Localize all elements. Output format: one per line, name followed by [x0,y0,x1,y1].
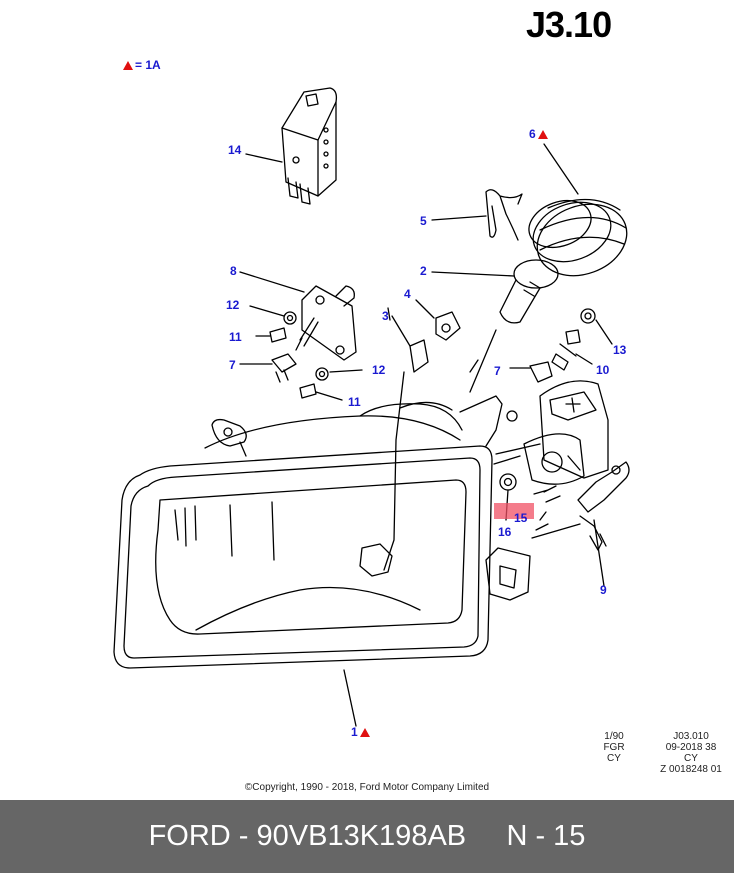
footer-gap [466,820,506,853]
exploded-diagram [113,87,630,727]
callout-label: 6 [529,127,536,141]
leveling-motor [493,380,630,587]
callout-label: 12 [226,298,240,312]
callout-8[interactable]: 8 [230,264,237,278]
callout-label: 14 [228,143,242,157]
footer-part-number: 90VB13K198AB [256,820,467,852]
highlight-box [494,503,534,519]
callout-label: 11 [229,330,242,344]
callout-label: 5 [420,214,427,228]
stamp-line: 09-2018 38 [665,742,717,753]
callout-3[interactable]: 3 [382,309,389,323]
headlamp-assembly [113,395,531,727]
callout-label: 4 [404,287,411,301]
callout-2[interactable]: 2 [420,264,427,278]
callout-label: 2 [420,264,427,278]
callout-label: 13 [613,343,627,357]
callout-13[interactable]: 13 [613,343,626,357]
date-stamp-left: 1/90 FGR CY [598,731,630,764]
page-code: J3.10 [526,4,612,45]
callout-label: 10 [596,363,610,377]
callout-label: 9 [600,583,607,597]
fasteners [239,305,613,521]
control-module [245,87,338,205]
callout-6[interactable]: 6 [529,127,548,141]
callout-1[interactable]: 1 [351,725,370,739]
callout-label: 16 [498,525,512,539]
callout-label: 7 [494,364,501,378]
callout-7-right[interactable]: 7 [494,364,501,378]
callout-11-lower[interactable]: 11 [348,395,361,409]
footer-separator: - [230,820,257,852]
stamp-line: CY [607,753,621,764]
callout-5[interactable]: 5 [420,214,427,228]
legend-text: = 1A [135,58,161,72]
spring-clip [431,189,523,241]
side-bulbs [383,299,461,571]
callout-16[interactable]: 16 [498,525,511,539]
marker-triangle-icon [537,129,548,139]
callout-label: 15 [514,511,528,525]
copyright: ©Copyright, 1990 - 2018, Ford Motor Comp… [244,782,490,793]
bulb [431,259,559,393]
legend: = 1A [123,58,161,72]
callout-label: 11 [348,395,361,409]
callout-12-lower[interactable]: 12 [372,363,385,377]
callout-11[interactable]: 11 [229,330,242,344]
marker-triangle-icon [123,60,133,70]
callout-14[interactable]: 14 [228,143,241,157]
callout-label: 3 [382,309,389,323]
footer-position: N - 15 [506,820,586,852]
stamp-line: Z 0018248 01 [660,764,722,775]
stamp-line: 1/90 [604,731,624,742]
stamp-line: J03.010 [673,731,709,742]
footer-bar: FORD - 90VB13K198AB N - 15 [0,800,734,873]
callout-7[interactable]: 7 [229,358,236,372]
marker-triangle-icon [359,727,370,737]
callout-15[interactable]: 15 [514,511,527,525]
callout-label: 8 [230,264,237,278]
callout-label: 12 [372,363,386,377]
callout-10[interactable]: 10 [596,363,609,377]
footer-brand: FORD [148,820,231,852]
callout-label: 1 [351,725,358,739]
stamp-line: CY [684,753,698,764]
callout-12[interactable]: 12 [226,298,239,312]
reference-stamp: J03.010 09-2018 38 CY Z 0018248 01 [655,731,727,775]
callout-4[interactable]: 4 [404,287,411,301]
callout-label: 7 [229,358,236,372]
dust-cap [528,143,628,277]
adjuster-bracket [239,271,357,361]
stamp-line: FGR [603,742,625,753]
callout-9[interactable]: 9 [600,583,607,597]
